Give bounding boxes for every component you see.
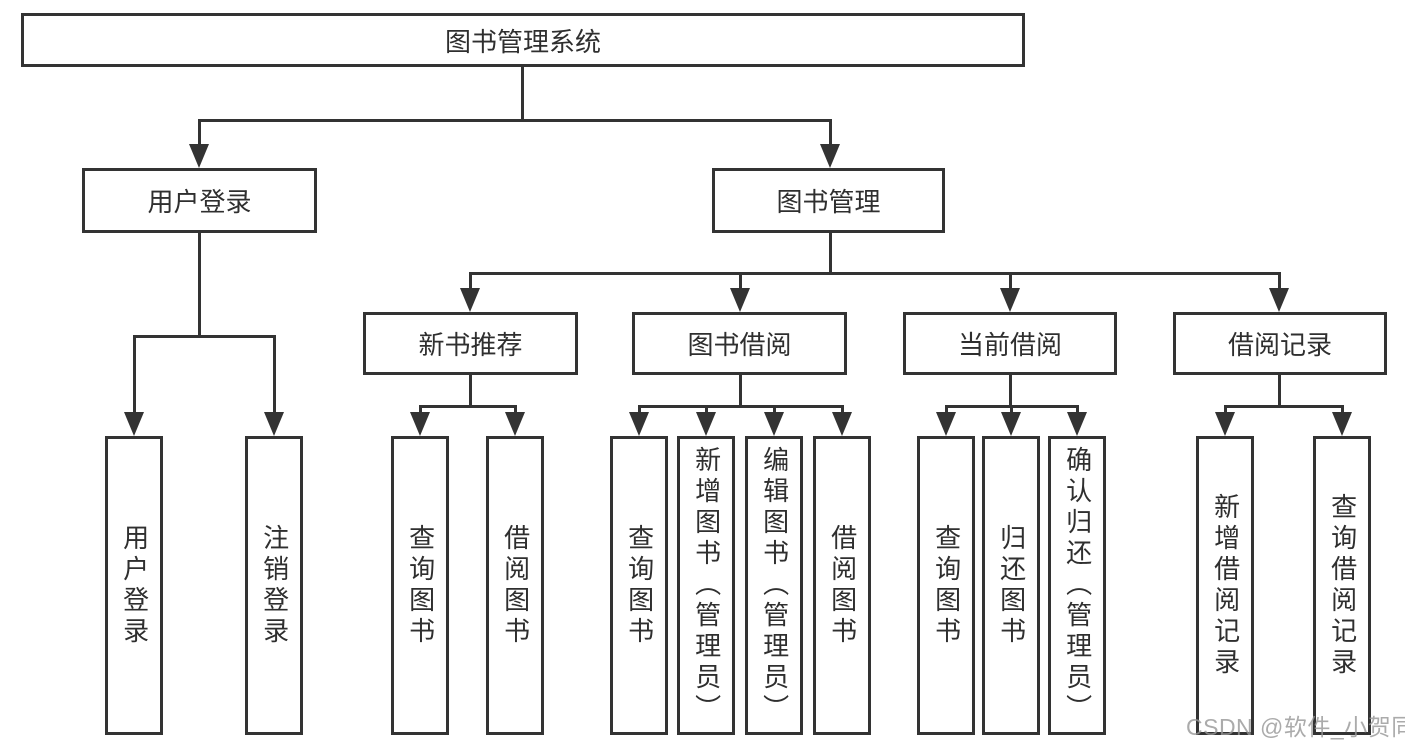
leaf-label: 编辑图书（管理员） (759, 446, 790, 725)
connector-to-leaf (1010, 405, 1013, 415)
connector-root-stem (521, 67, 524, 119)
leaf-add-borrow-record: 新增借阅记录 (1196, 436, 1254, 735)
connector-book-management-stem (829, 233, 832, 272)
leaf-label: 归还图书 (996, 523, 1027, 648)
arrow-down-icon (124, 412, 144, 436)
leaf-confirm-return-admin: 确认归还（管理员） (1048, 436, 1106, 735)
leaf-query-borrow-record: 查询借阅记录 (1313, 436, 1371, 735)
connector-to-current-borrowing (1009, 272, 1012, 292)
node-library-management-system: 图书管理系统 (21, 13, 1025, 67)
arrow-down-icon (1332, 412, 1352, 436)
leaf-label: 查询图书 (624, 523, 655, 648)
node-book-management: 图书管理 (712, 168, 945, 233)
arrow-down-icon (1067, 412, 1087, 436)
leaf-user-login: 用户登录 (105, 436, 163, 735)
leaf-label: 新增借阅记录 (1210, 492, 1241, 679)
connector-to-leaf (1341, 405, 1344, 415)
connector-to-borrowing-records (1278, 272, 1281, 292)
connector-bar (1224, 405, 1343, 408)
leaf-label: 查询图书 (405, 523, 436, 648)
arrow-down-icon (1001, 412, 1021, 436)
arrow-down-icon (730, 288, 750, 312)
node-user-login: 用户登录 (82, 168, 317, 233)
leaf-label: 查询图书 (931, 523, 962, 648)
leaf-label: 借阅图书 (827, 523, 858, 648)
leaf-add-book-admin: 新增图书（管理员） (677, 436, 735, 735)
connector-to-leaf (945, 405, 948, 415)
arrow-down-icon (505, 412, 525, 436)
leaf-return-books: 归还图书 (982, 436, 1040, 735)
arrow-down-icon (629, 412, 649, 436)
node-new-book-recommendation: 新书推荐 (363, 312, 578, 375)
connector-user-login-bar (133, 335, 275, 338)
leaf-borrow-books-recommendation: 借阅图书 (486, 436, 544, 735)
arrow-down-icon (832, 412, 852, 436)
connector-to-user-login (198, 119, 201, 147)
leaf-edit-book-admin: 编辑图书（管理员） (745, 436, 803, 735)
connector-stem (1278, 375, 1281, 405)
node-label: 图书借阅 (687, 330, 792, 360)
leaf-query-books-borrowing: 查询图书 (610, 436, 668, 735)
node-borrowing-records: 借阅记录 (1173, 312, 1387, 375)
arrow-down-icon (460, 288, 480, 312)
leaf-query-books-recommendation: 查询图书 (391, 436, 449, 735)
connector-to-leaf (133, 335, 136, 415)
arrow-down-icon (820, 144, 840, 168)
arrow-down-icon (1215, 412, 1235, 436)
connector-stem (739, 375, 742, 405)
connector-user-login-stem (198, 233, 201, 335)
node-label: 图书管理系统 (444, 26, 601, 57)
connector-to-leaf (273, 335, 276, 415)
connector-root-bar (198, 119, 831, 122)
connector-to-leaf (773, 405, 776, 415)
arrow-down-icon (410, 412, 430, 436)
leaf-query-books-current: 查询图书 (917, 436, 975, 735)
node-current-borrowing: 当前借阅 (903, 312, 1117, 375)
node-label: 图书管理 (776, 187, 881, 217)
leaf-borrow-books-borrowing: 借阅图书 (813, 436, 871, 735)
connector-to-leaf (705, 405, 708, 415)
connector-book-management-bar (469, 272, 1281, 275)
leaf-label: 借阅图书 (500, 523, 531, 648)
leaf-logout: 注销登录 (245, 436, 303, 735)
arrow-down-icon (696, 412, 716, 436)
connector-to-book-borrowing (739, 272, 742, 292)
arrow-down-icon (264, 412, 284, 436)
connector-bar (638, 405, 843, 408)
connector-bar (419, 405, 516, 408)
node-book-borrowing: 图书借阅 (632, 312, 847, 375)
arrow-down-icon (1269, 288, 1289, 312)
connector-to-leaf (841, 405, 844, 415)
connector-to-leaf (514, 405, 517, 415)
arrow-down-icon (189, 144, 209, 168)
connector-stem (469, 375, 472, 405)
leaf-label: 查询借阅记录 (1327, 492, 1358, 679)
leaf-label: 新增图书（管理员） (691, 446, 722, 725)
node-label: 当前借阅 (957, 330, 1062, 360)
arrow-down-icon (764, 412, 784, 436)
node-label: 用户登录 (147, 187, 252, 217)
connector-to-leaf (1076, 405, 1079, 415)
arrow-down-icon (936, 412, 956, 436)
connector-to-leaf (638, 405, 641, 415)
leaf-label: 确认归还（管理员） (1062, 446, 1093, 725)
leaf-label: 用户登录 (119, 523, 150, 648)
leaf-label: 注销登录 (259, 523, 290, 648)
connector-to-book-management (829, 119, 832, 147)
node-label: 借阅记录 (1227, 330, 1332, 360)
connector-stem (1009, 375, 1012, 405)
connector-to-new-book (469, 272, 472, 292)
node-label: 新书推荐 (418, 330, 523, 360)
connector-to-leaf (419, 405, 422, 415)
arrow-down-icon (1000, 288, 1020, 312)
connector-to-leaf (1224, 405, 1227, 415)
csdn-watermark: CSDN @软件_小贺同学 (1186, 714, 1405, 740)
